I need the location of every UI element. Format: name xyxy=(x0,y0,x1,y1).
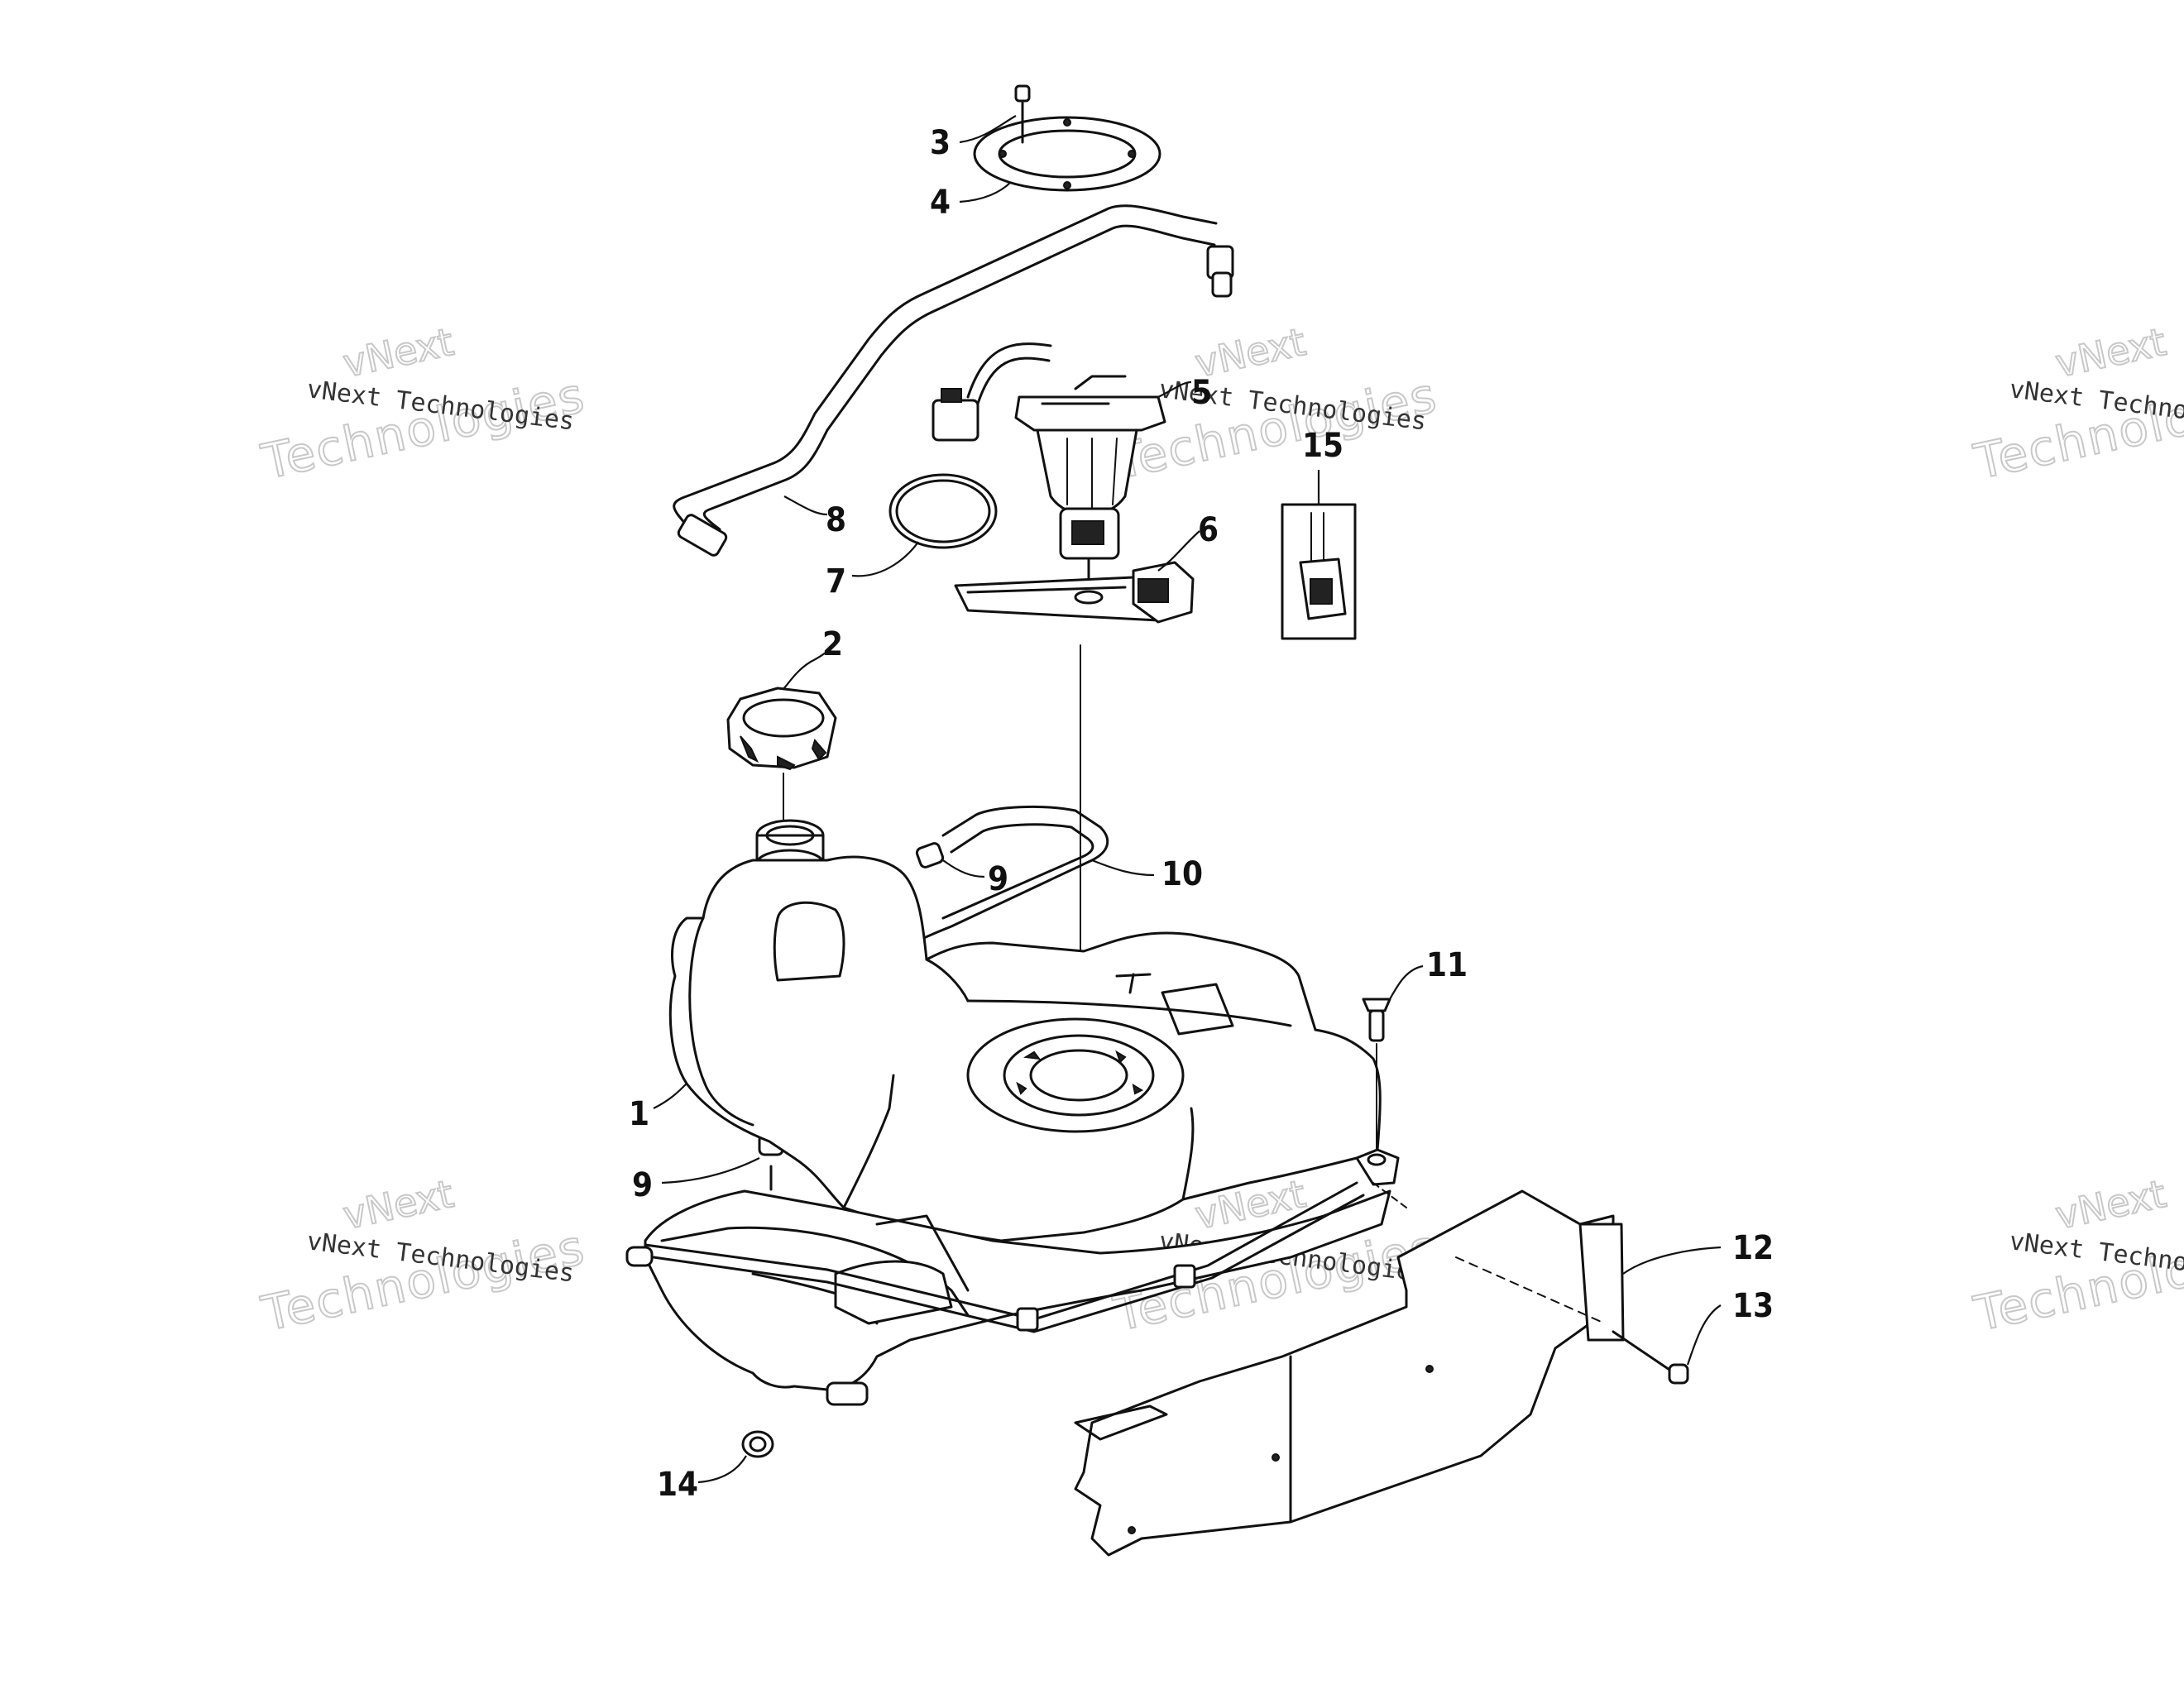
part-heat-shield-12 xyxy=(1074,1182,1625,1557)
leader-14 xyxy=(697,1455,747,1484)
callout-11: 11 xyxy=(1426,946,1468,984)
callout-13: 13 xyxy=(1732,1287,1774,1325)
leader-4 xyxy=(959,181,1012,203)
svg-text:vNext: vNext xyxy=(339,319,457,386)
svg-text:vNext: vNext xyxy=(339,1171,457,1238)
leader-9a xyxy=(942,859,985,878)
part-fuel-tank-1 xyxy=(625,819,1400,1406)
callout-7: 7 xyxy=(826,562,846,601)
callout-10: 10 xyxy=(1161,855,1203,893)
leader-10 xyxy=(1091,859,1155,877)
leader-7 xyxy=(851,541,919,577)
svg-text:vNext: vNext xyxy=(2052,1171,2170,1238)
callout-8: 8 xyxy=(826,501,846,539)
callout-3: 3 xyxy=(930,124,951,162)
leader-11 xyxy=(1389,964,1424,1000)
svg-text:vNext: vNext xyxy=(2052,319,2170,386)
part-sender-6 xyxy=(954,561,1195,624)
part-screw-13 xyxy=(1612,1330,1689,1385)
leader-3 xyxy=(959,115,1017,144)
callout-1: 1 xyxy=(629,1095,649,1133)
leader-1 xyxy=(653,1083,687,1109)
leader-13 xyxy=(1686,1304,1722,1366)
callout-9b: 9 xyxy=(632,1166,653,1204)
callout-9a: 9 xyxy=(988,860,1008,898)
callout-2: 2 xyxy=(822,625,843,663)
part-boxed-15 xyxy=(1281,503,1357,640)
callout-12: 12 xyxy=(1732,1229,1774,1267)
callout-15: 15 xyxy=(1302,427,1343,465)
part-rivet-11 xyxy=(1362,998,1391,1151)
callout-14: 14 xyxy=(657,1466,698,1504)
leader-2 xyxy=(783,643,836,690)
leader-8 xyxy=(783,495,828,516)
callout-4: 4 xyxy=(930,184,951,222)
part-grommet-14 xyxy=(741,1430,774,1458)
leader-9b xyxy=(661,1157,760,1184)
part-screw-3 xyxy=(1014,84,1031,144)
part-fuel-cap-2 xyxy=(726,687,837,771)
part-gasket-4 xyxy=(973,116,1161,192)
leader-6 xyxy=(1157,530,1200,572)
part-clamp-9a xyxy=(915,842,945,869)
part-fuel-line-8 xyxy=(673,204,1234,557)
callout-6: 6 xyxy=(1198,511,1219,549)
part-fuel-pump-5 xyxy=(932,342,1166,589)
leader-12 xyxy=(1622,1246,1722,1275)
callout-5: 5 xyxy=(1191,374,1212,412)
part-oring-7 xyxy=(888,473,998,549)
leader-5 xyxy=(1157,380,1192,398)
